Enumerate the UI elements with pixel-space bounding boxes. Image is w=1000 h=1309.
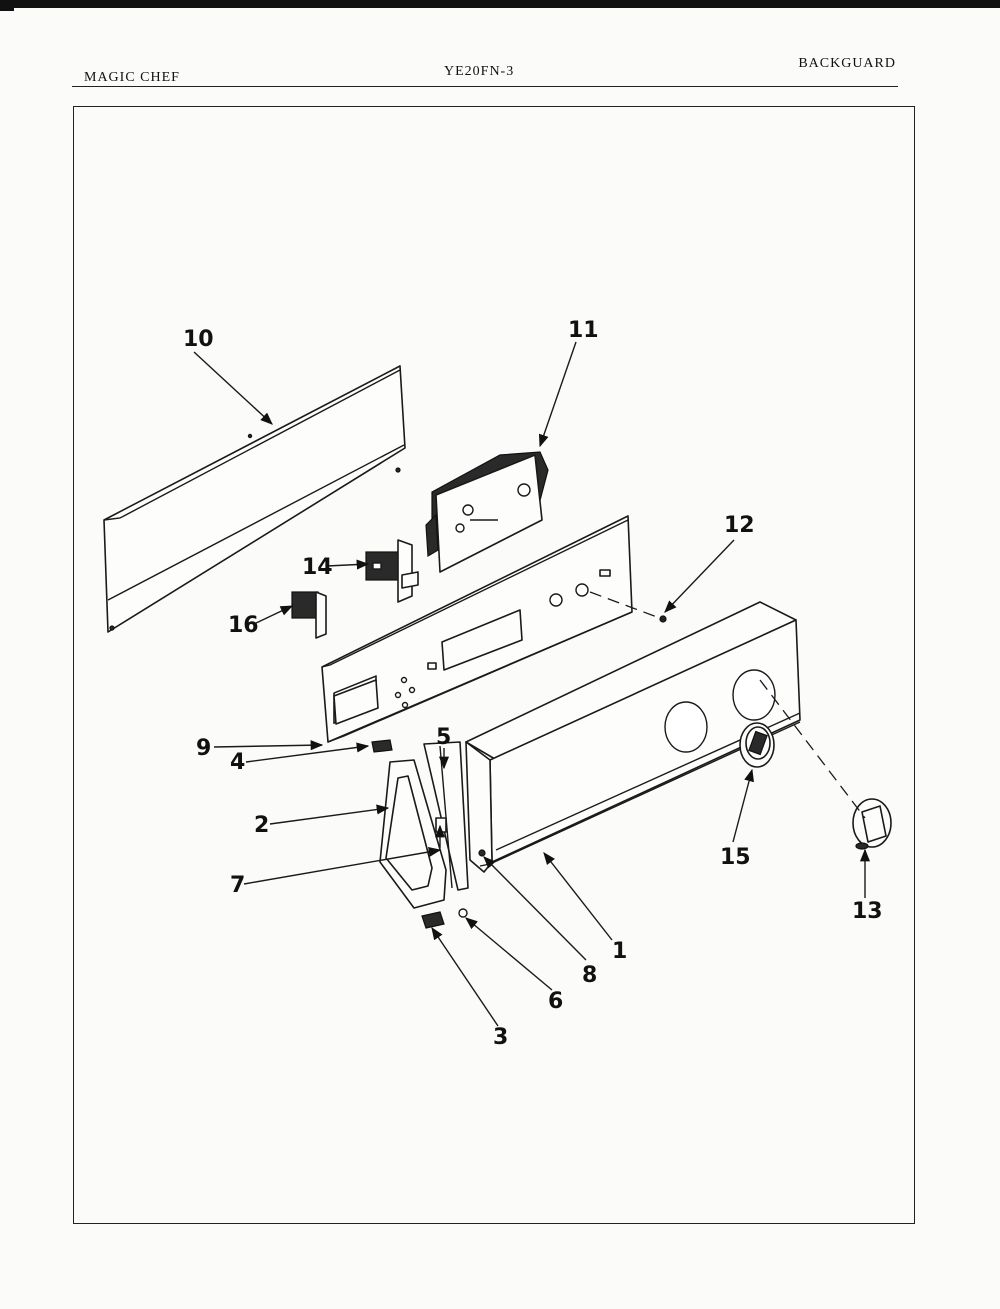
callout-13: 13	[852, 899, 883, 924]
part-15-knob	[739, 722, 775, 768]
callout-16: 16	[228, 613, 259, 638]
callout-9: 9	[196, 736, 211, 761]
callout-12: 12	[724, 513, 755, 538]
part-14-switch	[365, 539, 419, 603]
callout-6: 6	[548, 989, 563, 1014]
callout-3: 3	[493, 1025, 508, 1050]
section-label: BACKGUARD	[798, 56, 896, 71]
callout-8: 8	[582, 963, 597, 988]
callout-10: 10	[183, 327, 214, 352]
callout-1: 1	[612, 939, 627, 964]
top-edge-notch	[0, 8, 14, 11]
part-7-clip	[435, 817, 447, 833]
callout-5: 5	[436, 725, 451, 750]
part-16-relay	[291, 591, 327, 639]
header-rule	[72, 86, 898, 87]
part-6-screw	[458, 908, 468, 918]
callout-2: 2	[254, 813, 269, 838]
part-10-rear-panel	[103, 365, 406, 633]
part-4-clip	[371, 739, 393, 753]
diagram-frame	[73, 106, 915, 1224]
part-2-end-trim	[379, 759, 447, 909]
leader-lines	[193, 341, 871, 1027]
callout-4: 4	[230, 750, 245, 775]
part-11-timer	[425, 451, 549, 573]
part-9-bracket-panel	[321, 515, 633, 743]
part-8-screw	[478, 849, 486, 857]
part-3-clip	[421, 911, 445, 929]
alignment-lines	[589, 591, 866, 819]
part-13-knob	[852, 798, 892, 850]
callout-7: 7	[230, 873, 245, 898]
top-edge-bar	[0, 0, 1000, 8]
callout-15: 15	[720, 845, 751, 870]
part-5-end-cap	[423, 741, 469, 891]
model-label: YE20FN-3	[444, 64, 515, 79]
brand-label: MAGIC CHEF	[84, 70, 180, 85]
callout-11: 11	[568, 318, 599, 343]
callout-14: 14	[302, 555, 333, 580]
callout-numbers: 10 11 12 14 16 9 5 4 2 7 1 8 6 3 15 13	[183, 318, 883, 1050]
